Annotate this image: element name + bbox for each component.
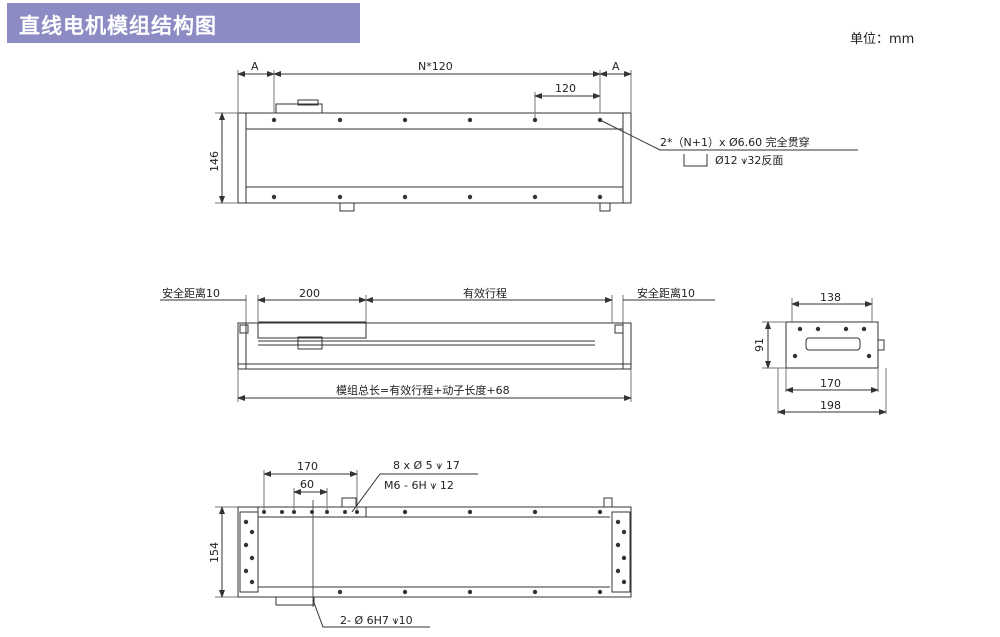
note-thread: M6 - 6H ⩛ 12	[384, 479, 454, 492]
effective-stroke-label: 有效行程	[463, 286, 507, 300]
end-dim-170: 170	[820, 377, 841, 390]
safety-distance-left: 安全距离10	[162, 286, 220, 300]
bottom-end-block-left	[239, 511, 259, 593]
dim-span: N*120	[418, 60, 453, 73]
bottom-end-block-right	[611, 511, 631, 593]
unit-label: 单位：mm	[850, 32, 915, 47]
end-dim-91: 91	[753, 338, 766, 352]
pin-hole-leader	[312, 599, 430, 628]
end-view-holes	[792, 326, 872, 359]
total-length-formula: 模组总长=有效行程+动子长度+68	[336, 383, 510, 397]
note-mount-holes: 8 x Ø 5 ⩛ 17	[393, 459, 460, 472]
top-view	[215, 70, 858, 212]
top-end-clip	[599, 202, 611, 212]
counterbore-symbol	[683, 154, 708, 167]
dim-carriage-200: 200	[299, 287, 320, 300]
side-view-outline	[237, 322, 632, 370]
dim-a-right: A	[612, 60, 620, 73]
top-view-inner	[245, 112, 624, 204]
top-carriage-block	[275, 103, 323, 114]
end-view-clip	[877, 339, 885, 351]
dim-a-left: A	[251, 60, 259, 73]
bottom-view	[215, 470, 632, 628]
note-through-holes: 2*（N+1）x Ø6.60 完全贯穿	[660, 135, 810, 149]
end-view-slot	[805, 337, 861, 351]
safety-distance-right: 安全距离10	[637, 286, 695, 300]
side-connector	[297, 336, 323, 350]
top-view-outline	[237, 112, 632, 204]
note-counterbore: Ø12 ⩛32反面	[715, 154, 783, 167]
bottom-cable-clip	[275, 596, 315, 606]
bottom-view-outline	[237, 506, 632, 598]
end-view	[762, 298, 887, 415]
top-connector	[297, 99, 319, 106]
end-dim-198: 198	[820, 399, 841, 412]
dim-pitch: 120	[555, 82, 576, 95]
top-view-holes	[271, 117, 603, 200]
bottom-view-holes	[243, 509, 627, 595]
dim-height-146: 146	[208, 151, 221, 172]
bottom-connector	[341, 497, 357, 508]
top-hole-leader	[599, 119, 858, 151]
bottom-dim-154: 154	[208, 542, 221, 563]
title-bar: 直线电机模组结构图	[7, 3, 360, 43]
end-dim-138: 138	[820, 291, 841, 304]
side-carriage	[257, 321, 367, 339]
bottom-dim-170: 170	[297, 460, 318, 473]
page-title: 直线电机模组结构图	[19, 14, 217, 38]
bottom-hole-leader	[351, 473, 478, 513]
top-cable-clip	[339, 202, 355, 212]
bottom-dim-60: 60	[300, 478, 314, 491]
note-pin-holes: 2- Ø 6H7 ⩛10	[340, 614, 413, 627]
side-view	[160, 295, 715, 402]
